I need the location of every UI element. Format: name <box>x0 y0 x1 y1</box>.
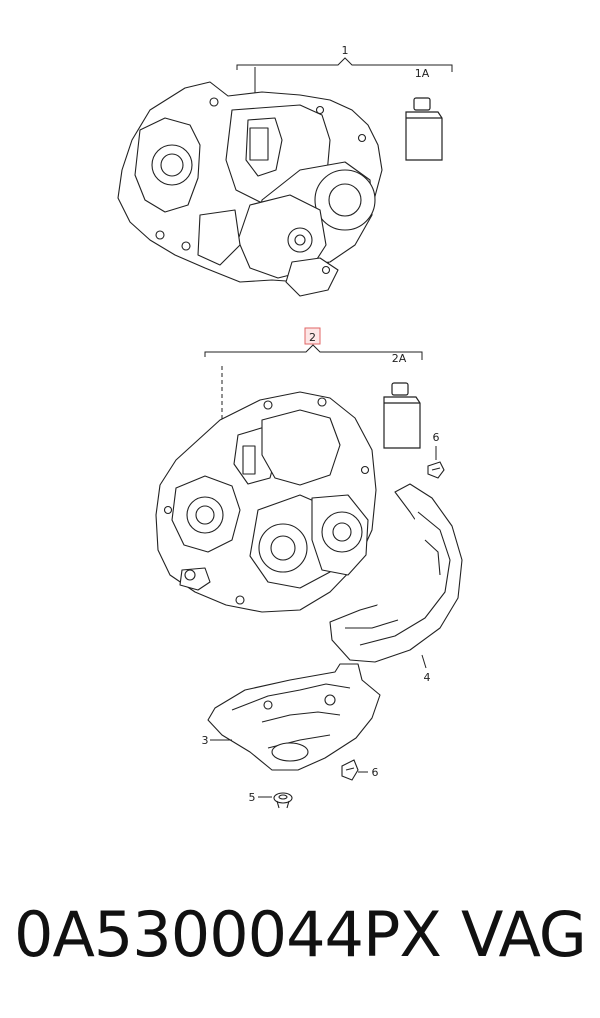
heat-shield-illustration <box>329 483 463 663</box>
oil-bottle-2a-illustration <box>383 382 421 449</box>
callout-6-upper: 6 <box>433 431 440 444</box>
callout-1: 1 <box>342 44 349 57</box>
footer: 0A5300044PX VAG <box>0 895 600 985</box>
gearbox-assembly-illustration <box>117 81 383 297</box>
callout-2: 2 <box>309 331 316 344</box>
gearbox-housing-illustration <box>155 391 377 613</box>
expanding-rivet-illustration <box>273 792 293 809</box>
callout-4: 4 <box>424 671 431 684</box>
clip-6-upper-illustration <box>427 461 445 479</box>
callout-3: 3 <box>202 734 209 747</box>
leader-4 <box>421 654 427 669</box>
callout-5: 5 <box>249 791 256 804</box>
part-number: 0A5300044PX <box>14 898 442 971</box>
brand-label: VAG <box>461 898 587 971</box>
callout-2a: 2A <box>392 352 407 365</box>
callout-6-lower: 6 <box>372 766 379 779</box>
callout-2-highlight <box>304 327 321 345</box>
callout-1a: 1A <box>415 67 430 80</box>
bracket-item-2 <box>204 344 423 425</box>
oil-bottle-1a-illustration <box>405 97 443 161</box>
clip-6-lower-illustration <box>341 759 359 781</box>
underbody-shield-illustration <box>207 663 381 771</box>
